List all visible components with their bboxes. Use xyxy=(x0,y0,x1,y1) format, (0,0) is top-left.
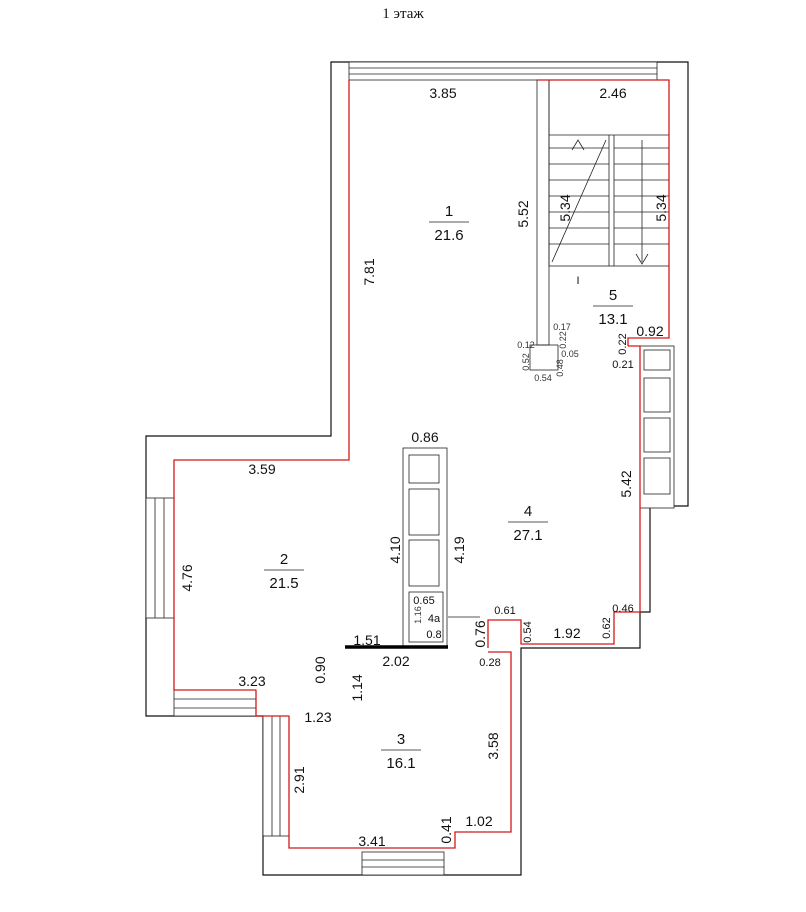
stair-marker: I xyxy=(576,275,579,287)
dim-label: 1.02 xyxy=(465,813,492,829)
room-number: 5 xyxy=(609,287,617,304)
room-outline-4-right xyxy=(487,345,641,648)
dim-label: 0.48 xyxy=(555,359,565,377)
dim-label: 3.59 xyxy=(248,461,275,477)
dim-label: 0.28 xyxy=(479,657,500,669)
window-room3-bottom xyxy=(361,851,445,876)
room-area: 21.5 xyxy=(269,575,298,592)
partition-cabinet xyxy=(402,447,448,649)
dim-label: 0.22 xyxy=(558,331,568,349)
dim-label: 0.41 xyxy=(438,816,454,843)
window-room3-left xyxy=(262,715,290,837)
dim-label: 2.46 xyxy=(599,85,626,101)
dim-label: 0.8 xyxy=(426,629,441,641)
room-1-label: 1 21.6 xyxy=(429,203,469,244)
room-outline-5 xyxy=(537,79,670,346)
dim-label: 0.92 xyxy=(636,323,663,339)
dim-label: 7.81 xyxy=(361,258,377,285)
dim-label: 5.34 xyxy=(653,194,669,221)
staircase xyxy=(536,79,670,346)
room-5-label: 5 13.1 xyxy=(593,287,633,328)
dim-label: 4.19 xyxy=(451,536,467,563)
dim-label: 1.92 xyxy=(553,625,580,641)
dim-label: 0.12 xyxy=(517,340,535,350)
room-outline-1-2 xyxy=(173,80,350,691)
dim-label: 0.52 xyxy=(521,353,531,371)
dim-label: 3.58 xyxy=(485,732,501,759)
dim-label: 0.21 xyxy=(612,359,633,371)
window-left xyxy=(145,497,175,619)
dim-label: 4.10 xyxy=(387,536,403,563)
dim-label: 0.17 xyxy=(553,322,571,332)
window-right-stack xyxy=(639,345,675,509)
room-2-label: 2 21.5 xyxy=(264,551,304,592)
room-number: 3 xyxy=(397,731,405,748)
dim-label: 0.86 xyxy=(411,429,438,445)
room-area: 16.1 xyxy=(386,755,415,772)
dim-label: 0.90 xyxy=(312,656,328,683)
dim-label: 0.54 xyxy=(522,621,534,642)
dim-label: 3.41 xyxy=(358,833,385,849)
room-outline-3 xyxy=(288,651,512,849)
dim-label: 1.23 xyxy=(304,709,331,725)
dim-label: 0.62 xyxy=(601,617,613,638)
room-3-label: 3 16.1 xyxy=(381,731,421,772)
room-area: 13.1 xyxy=(598,311,627,328)
window-room2-bottom xyxy=(173,689,257,717)
dim-label: 0.05 xyxy=(561,349,579,359)
dim-label: 5.42 xyxy=(618,470,634,497)
dim-label: 3.85 xyxy=(429,85,456,101)
room-number: 4 xyxy=(524,503,532,520)
room-area: 27.1 xyxy=(513,527,542,544)
room-number: 2 xyxy=(280,551,288,568)
room-4-label: 4 27.1 xyxy=(508,503,548,544)
outer-wall xyxy=(145,61,689,876)
room-number: 1 xyxy=(445,203,453,220)
dim-label: 4а xyxy=(428,613,441,625)
dim-label: 0.76 xyxy=(472,620,488,647)
window-top xyxy=(348,61,658,81)
floor-title: 1 этаж xyxy=(382,6,424,22)
dim-label: 5.52 xyxy=(515,200,531,227)
column-detail xyxy=(529,344,559,371)
dim-label: 3.23 xyxy=(238,673,265,689)
dim-label: 1.14 xyxy=(349,674,365,701)
dim-label: 1.16 xyxy=(413,606,423,624)
dim-label: 2.91 xyxy=(291,766,307,793)
dim-label: 5.34 xyxy=(557,194,573,221)
room-outline-3-top xyxy=(255,690,289,717)
room-area: 21.6 xyxy=(434,227,463,244)
dim-label: 0.65 xyxy=(413,595,434,607)
dim-label: 4.76 xyxy=(179,564,195,591)
dim-label: 2.02 xyxy=(382,653,409,669)
dim-label: 1.51 xyxy=(353,632,380,648)
dim-label: 0.46 xyxy=(612,603,633,615)
dim-label: 0.22 xyxy=(617,333,629,354)
dim-label: 0.54 xyxy=(534,373,552,383)
dim-label: 0.61 xyxy=(494,605,515,617)
